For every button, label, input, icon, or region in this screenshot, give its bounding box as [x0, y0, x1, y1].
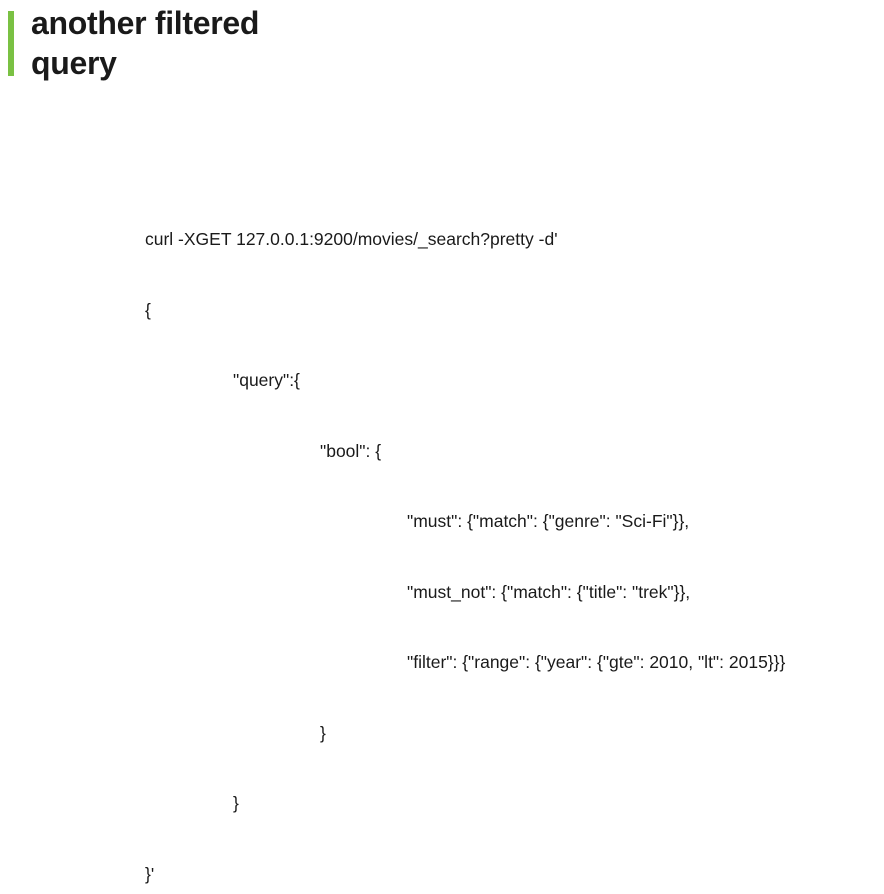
code-line-close-brace: }'	[145, 863, 155, 884]
code-line-curl: curl -XGET 127.0.0.1:9200/movies/_search…	[145, 229, 558, 249]
code-line-close-bool: }	[320, 722, 326, 743]
slide-title-line-2: query	[31, 45, 117, 81]
code-line-open-brace: {	[145, 299, 151, 320]
title-accent-bar	[8, 11, 14, 76]
code-line-close-query: }	[233, 793, 239, 813]
slide-title-line-1: another filtered	[31, 5, 260, 41]
code-line-must: "must": {"match": {"genre": "Sci-Fi"}},	[407, 511, 690, 531]
code-line-filter: "filter": {"range": {"year": {"gte": 201…	[407, 652, 786, 672]
code-line-must-not: "must_not": {"match": {"title": "trek"}}…	[407, 581, 691, 602]
slide: another filtered query curl -XGET 127.0.…	[8, 3, 786, 884]
code-line-bool: "bool": {	[320, 440, 382, 461]
slide-title: another filtered query	[31, 3, 259, 83]
code-block: curl -XGET 127.0.0.1:9200/movies/_search…	[145, 181, 785, 894]
code-line-query: "query":{	[233, 370, 300, 390]
